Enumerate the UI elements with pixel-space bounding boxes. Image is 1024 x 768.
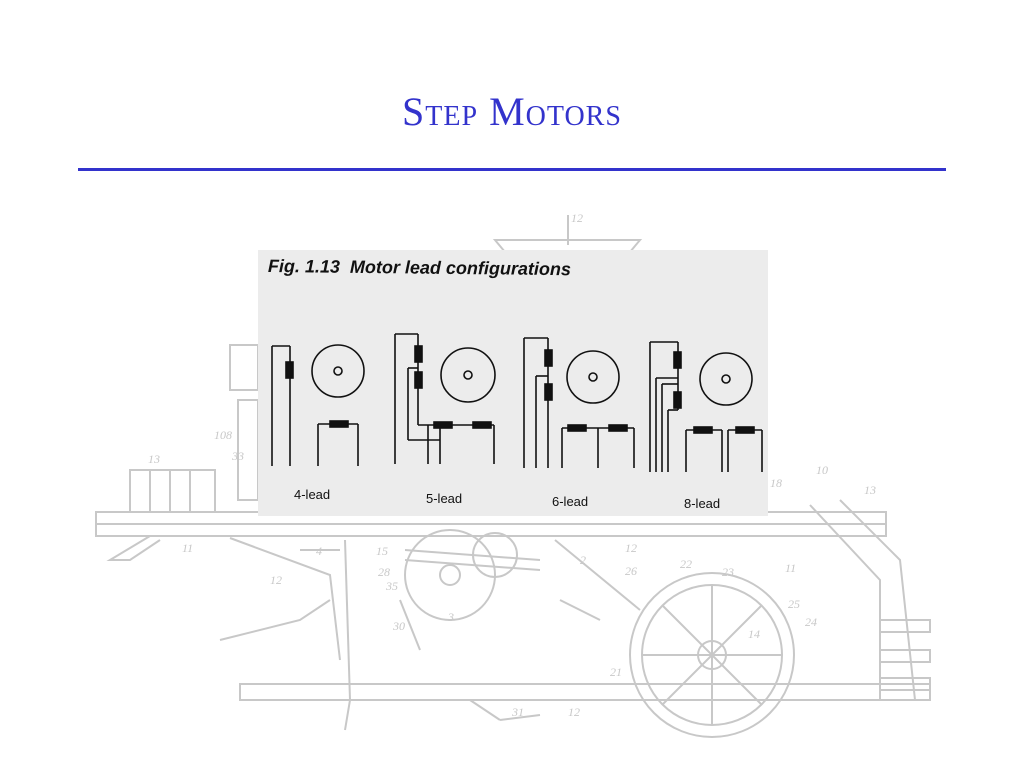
svg-text:33: 33 [231,449,244,463]
svg-text:11: 11 [182,541,193,555]
svg-text:14: 14 [748,627,760,641]
title-underline [78,168,946,171]
lead-diagrams [271,333,763,472]
svg-text:26: 26 [625,564,637,578]
svg-text:25: 25 [788,597,800,611]
label-5-lead: 5-lead [426,491,463,506]
svg-text:35: 35 [385,579,398,593]
svg-text:108: 108 [214,428,232,442]
svg-text:23: 23 [722,565,734,579]
svg-text:24: 24 [805,615,817,629]
svg-text:31: 31 [511,705,524,719]
diagram-4-lead [271,344,365,466]
svg-text:13: 13 [148,452,160,466]
diagram-8-lead [649,341,763,472]
svg-text:11: 11 [785,561,796,575]
svg-text:28: 28 [378,565,390,579]
motor-lead-figure: Fig. 1.13 Motor lead configurations [258,250,768,516]
label-4-lead: 4-lead [294,487,331,502]
svg-text:18: 18 [770,476,782,490]
diagram-5-lead [394,333,496,464]
svg-text:30: 30 [392,619,405,633]
diagram-6-lead [523,337,635,468]
svg-text:12: 12 [568,705,580,719]
label-8-lead: 8-lead [684,496,721,511]
svg-text:22: 22 [680,557,692,571]
svg-text:12: 12 [571,211,583,225]
svg-text:10: 10 [816,463,828,477]
svg-text:2: 2 [580,553,586,567]
svg-text:12: 12 [625,541,637,555]
slide-title: Step Motors [402,89,622,134]
svg-text:3: 3 [447,610,454,624]
svg-text:15: 15 [376,544,388,558]
svg-text:13: 13 [864,483,876,497]
svg-text:21: 21 [610,665,622,679]
svg-text:4: 4 [316,544,322,558]
svg-text:12: 12 [270,573,282,587]
label-6-lead: 6-lead [552,494,589,509]
